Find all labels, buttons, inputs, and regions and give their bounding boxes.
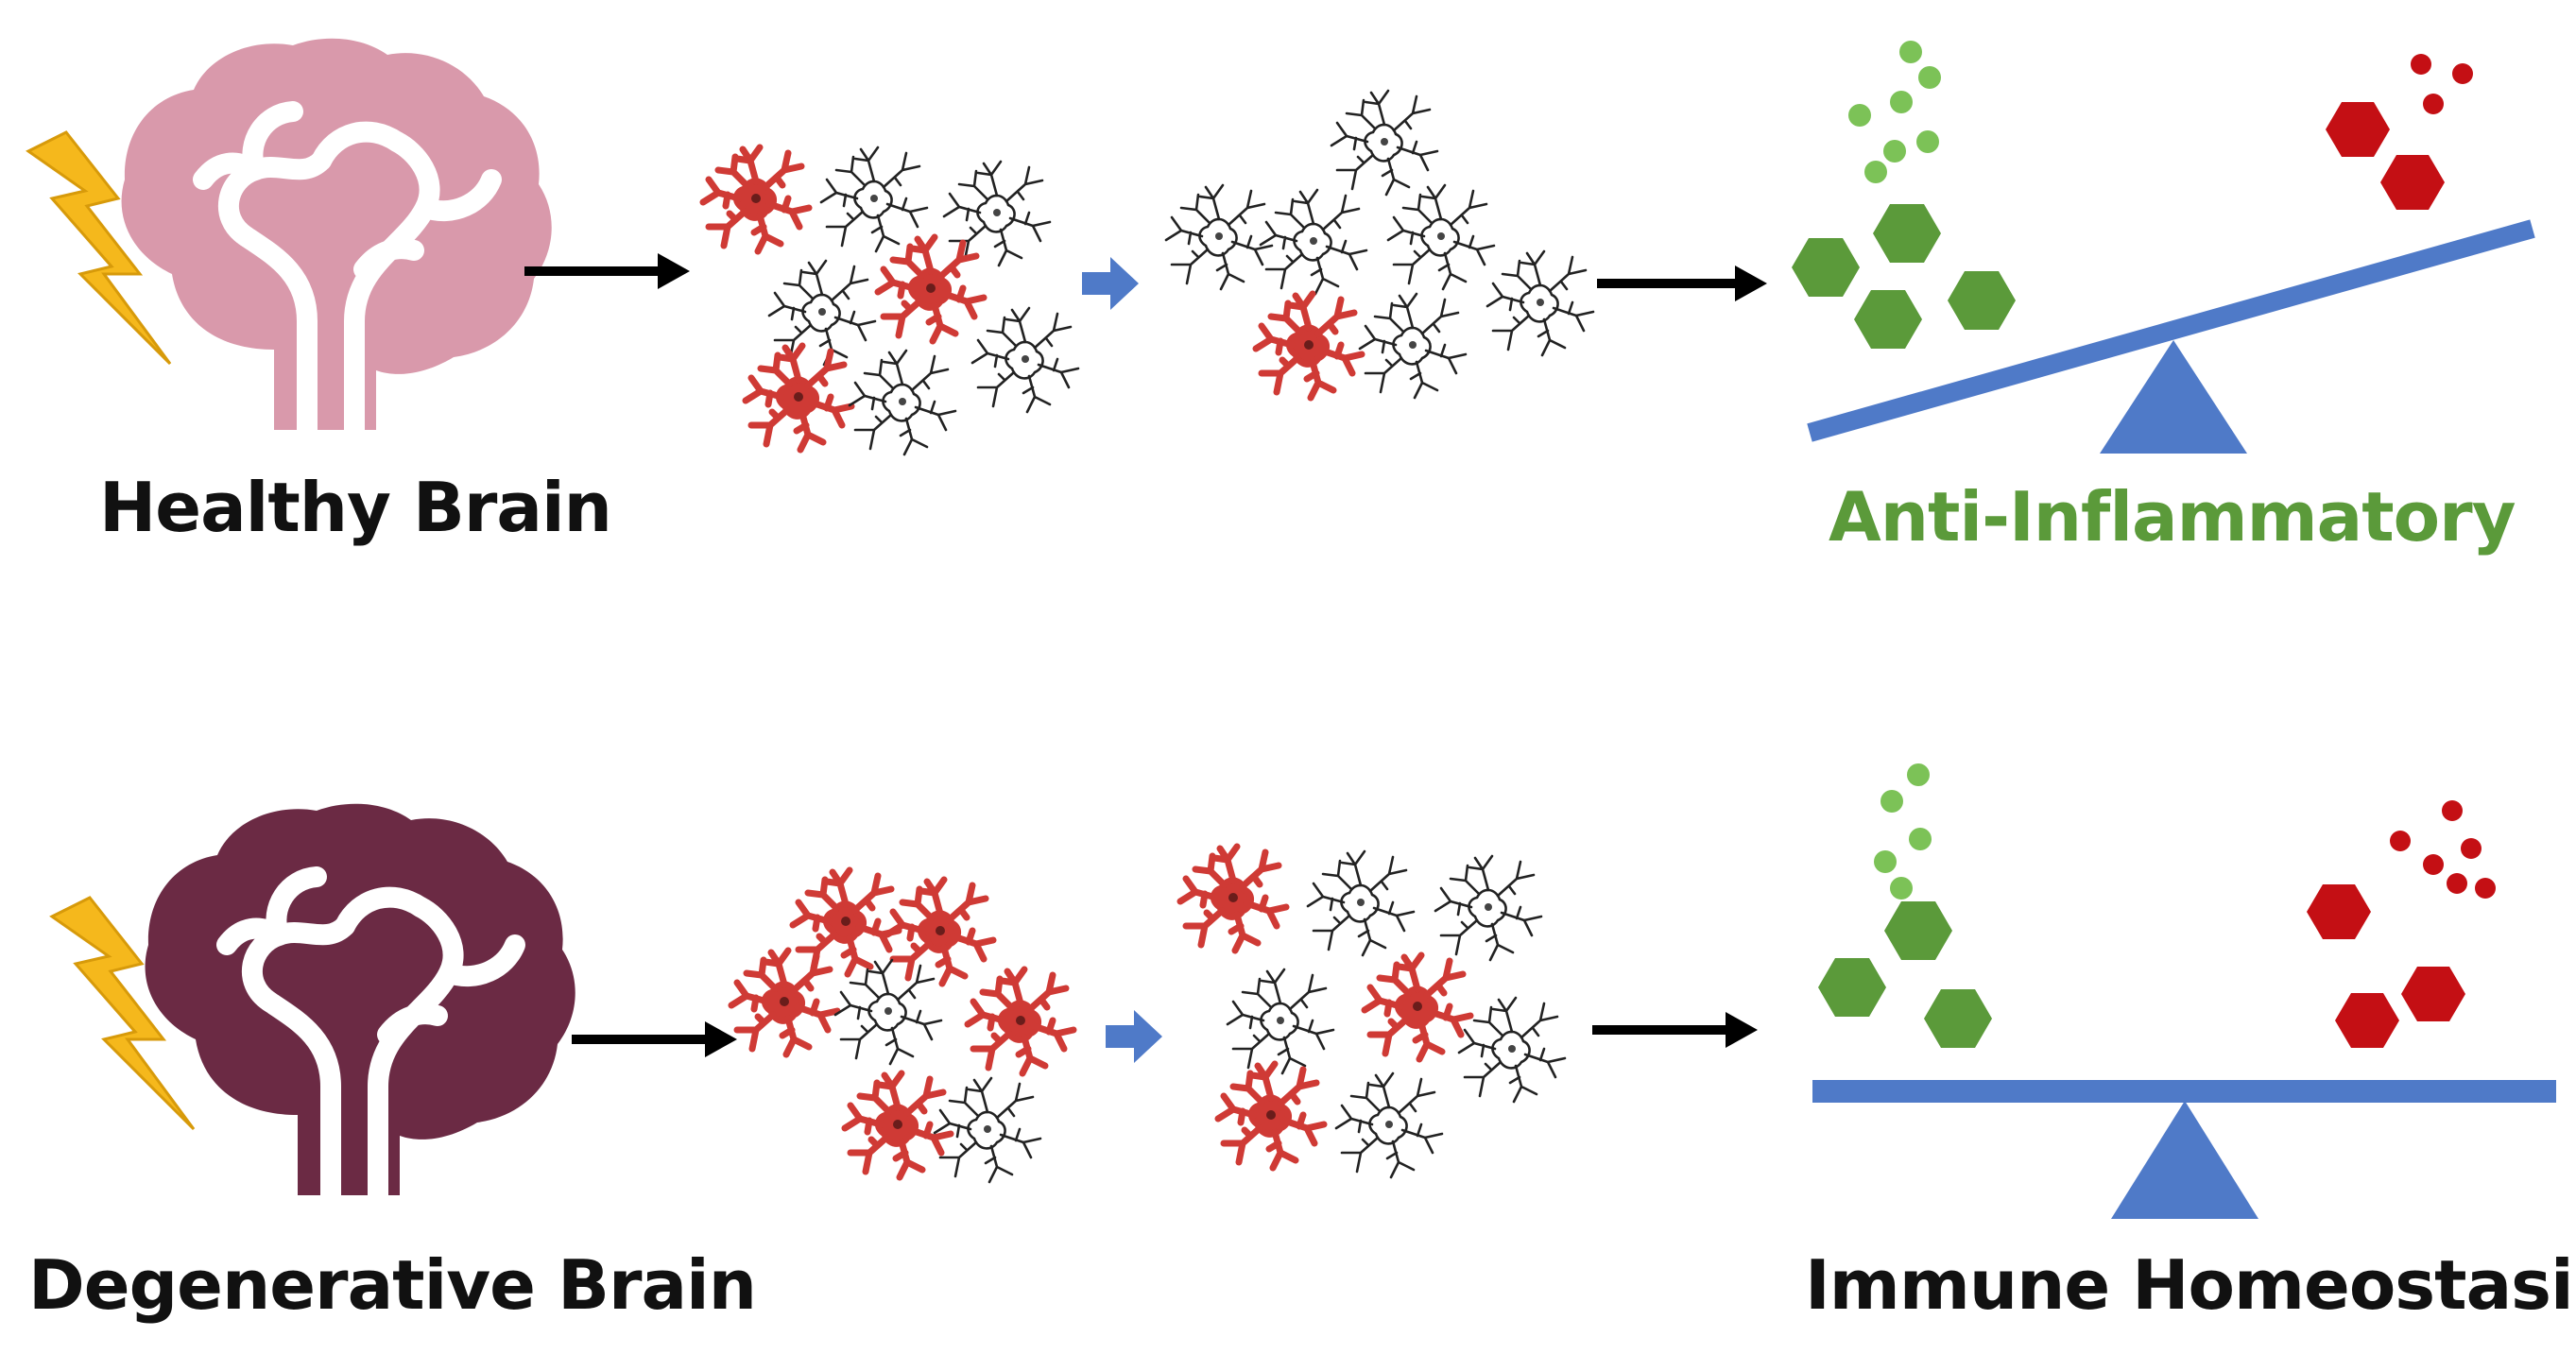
microglia-cluster: [731, 870, 1073, 1182]
microglia-cluster: [1166, 91, 1593, 398]
arrow-black: [1597, 266, 1767, 301]
seesaw-balance-icon: [1812, 1080, 2556, 1219]
pro-inflammatory-cytokines: [2307, 800, 2496, 1048]
degenerative-brain-icon: [145, 803, 575, 1195]
arrow-black: [1592, 1012, 1758, 1048]
arrow-blue: [1106, 1010, 1162, 1063]
pro-inflammatory-cytokines: [2326, 54, 2473, 210]
healthy-brain-label: Healthy Brain: [99, 468, 612, 547]
arrow-blue: [1082, 257, 1139, 310]
anti-inflammatory-label: Anti-Inflammatory: [1829, 477, 2516, 557]
arrow-black: [572, 1021, 737, 1057]
arrow-black: [524, 253, 690, 289]
immune-homeostasis-label: Immune Homeostasis: [1805, 1245, 2576, 1325]
degenerative-brain-label: Degenerative Brain: [28, 1245, 757, 1325]
anti-inflammatory-cytokines: [1792, 41, 2016, 349]
microglia-cluster: [1180, 847, 1565, 1177]
anti-inflammatory-cytokines: [1818, 763, 1992, 1048]
microglia-cluster: [703, 147, 1078, 454]
healthy-brain-icon: [121, 38, 552, 430]
seesaw-balance-icon: [1807, 219, 2535, 454]
